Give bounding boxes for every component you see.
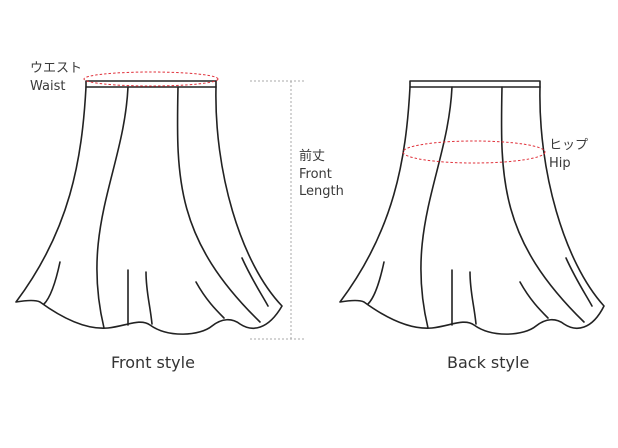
back-seam-1: [420, 86, 453, 329]
back-fold-4: [519, 281, 549, 319]
back-waistband: [409, 80, 541, 88]
back-style-caption: Back style: [447, 353, 530, 372]
hip-label-jp: ヒップ: [549, 138, 589, 153]
front-fold-5: [241, 257, 269, 307]
front-seam-2: [176, 86, 261, 323]
front-seam-1: [96, 86, 129, 329]
hip-measure-ellipse: [402, 140, 546, 164]
front-style-caption: Front style: [111, 353, 195, 372]
front-skirt: [15, 80, 283, 335]
front-fold-4: [195, 281, 225, 319]
front-fold-3: [145, 271, 153, 325]
back-fold-1: [367, 261, 385, 305]
waist-label-jp: ウエスト: [30, 61, 83, 76]
front-length-label-jp: 前丈: [299, 149, 326, 164]
front-outline: [15, 86, 283, 335]
front-fold-1: [43, 261, 61, 305]
waist-label-en: Waist: [30, 79, 66, 94]
back-skirt: [339, 80, 605, 335]
back-outline: [339, 86, 605, 335]
waist-measure-ellipse: [83, 71, 219, 87]
front-waistband: [85, 80, 217, 88]
front-length-dimension: [250, 80, 305, 340]
back-fold-5: [565, 257, 593, 307]
hip-label-en: Hip: [549, 156, 571, 171]
back-seam-2: [500, 86, 585, 323]
front-length-label-en-2: Length: [299, 184, 344, 199]
back-fold-3: [469, 271, 477, 325]
front-length-label-en-1: Front: [299, 167, 332, 182]
